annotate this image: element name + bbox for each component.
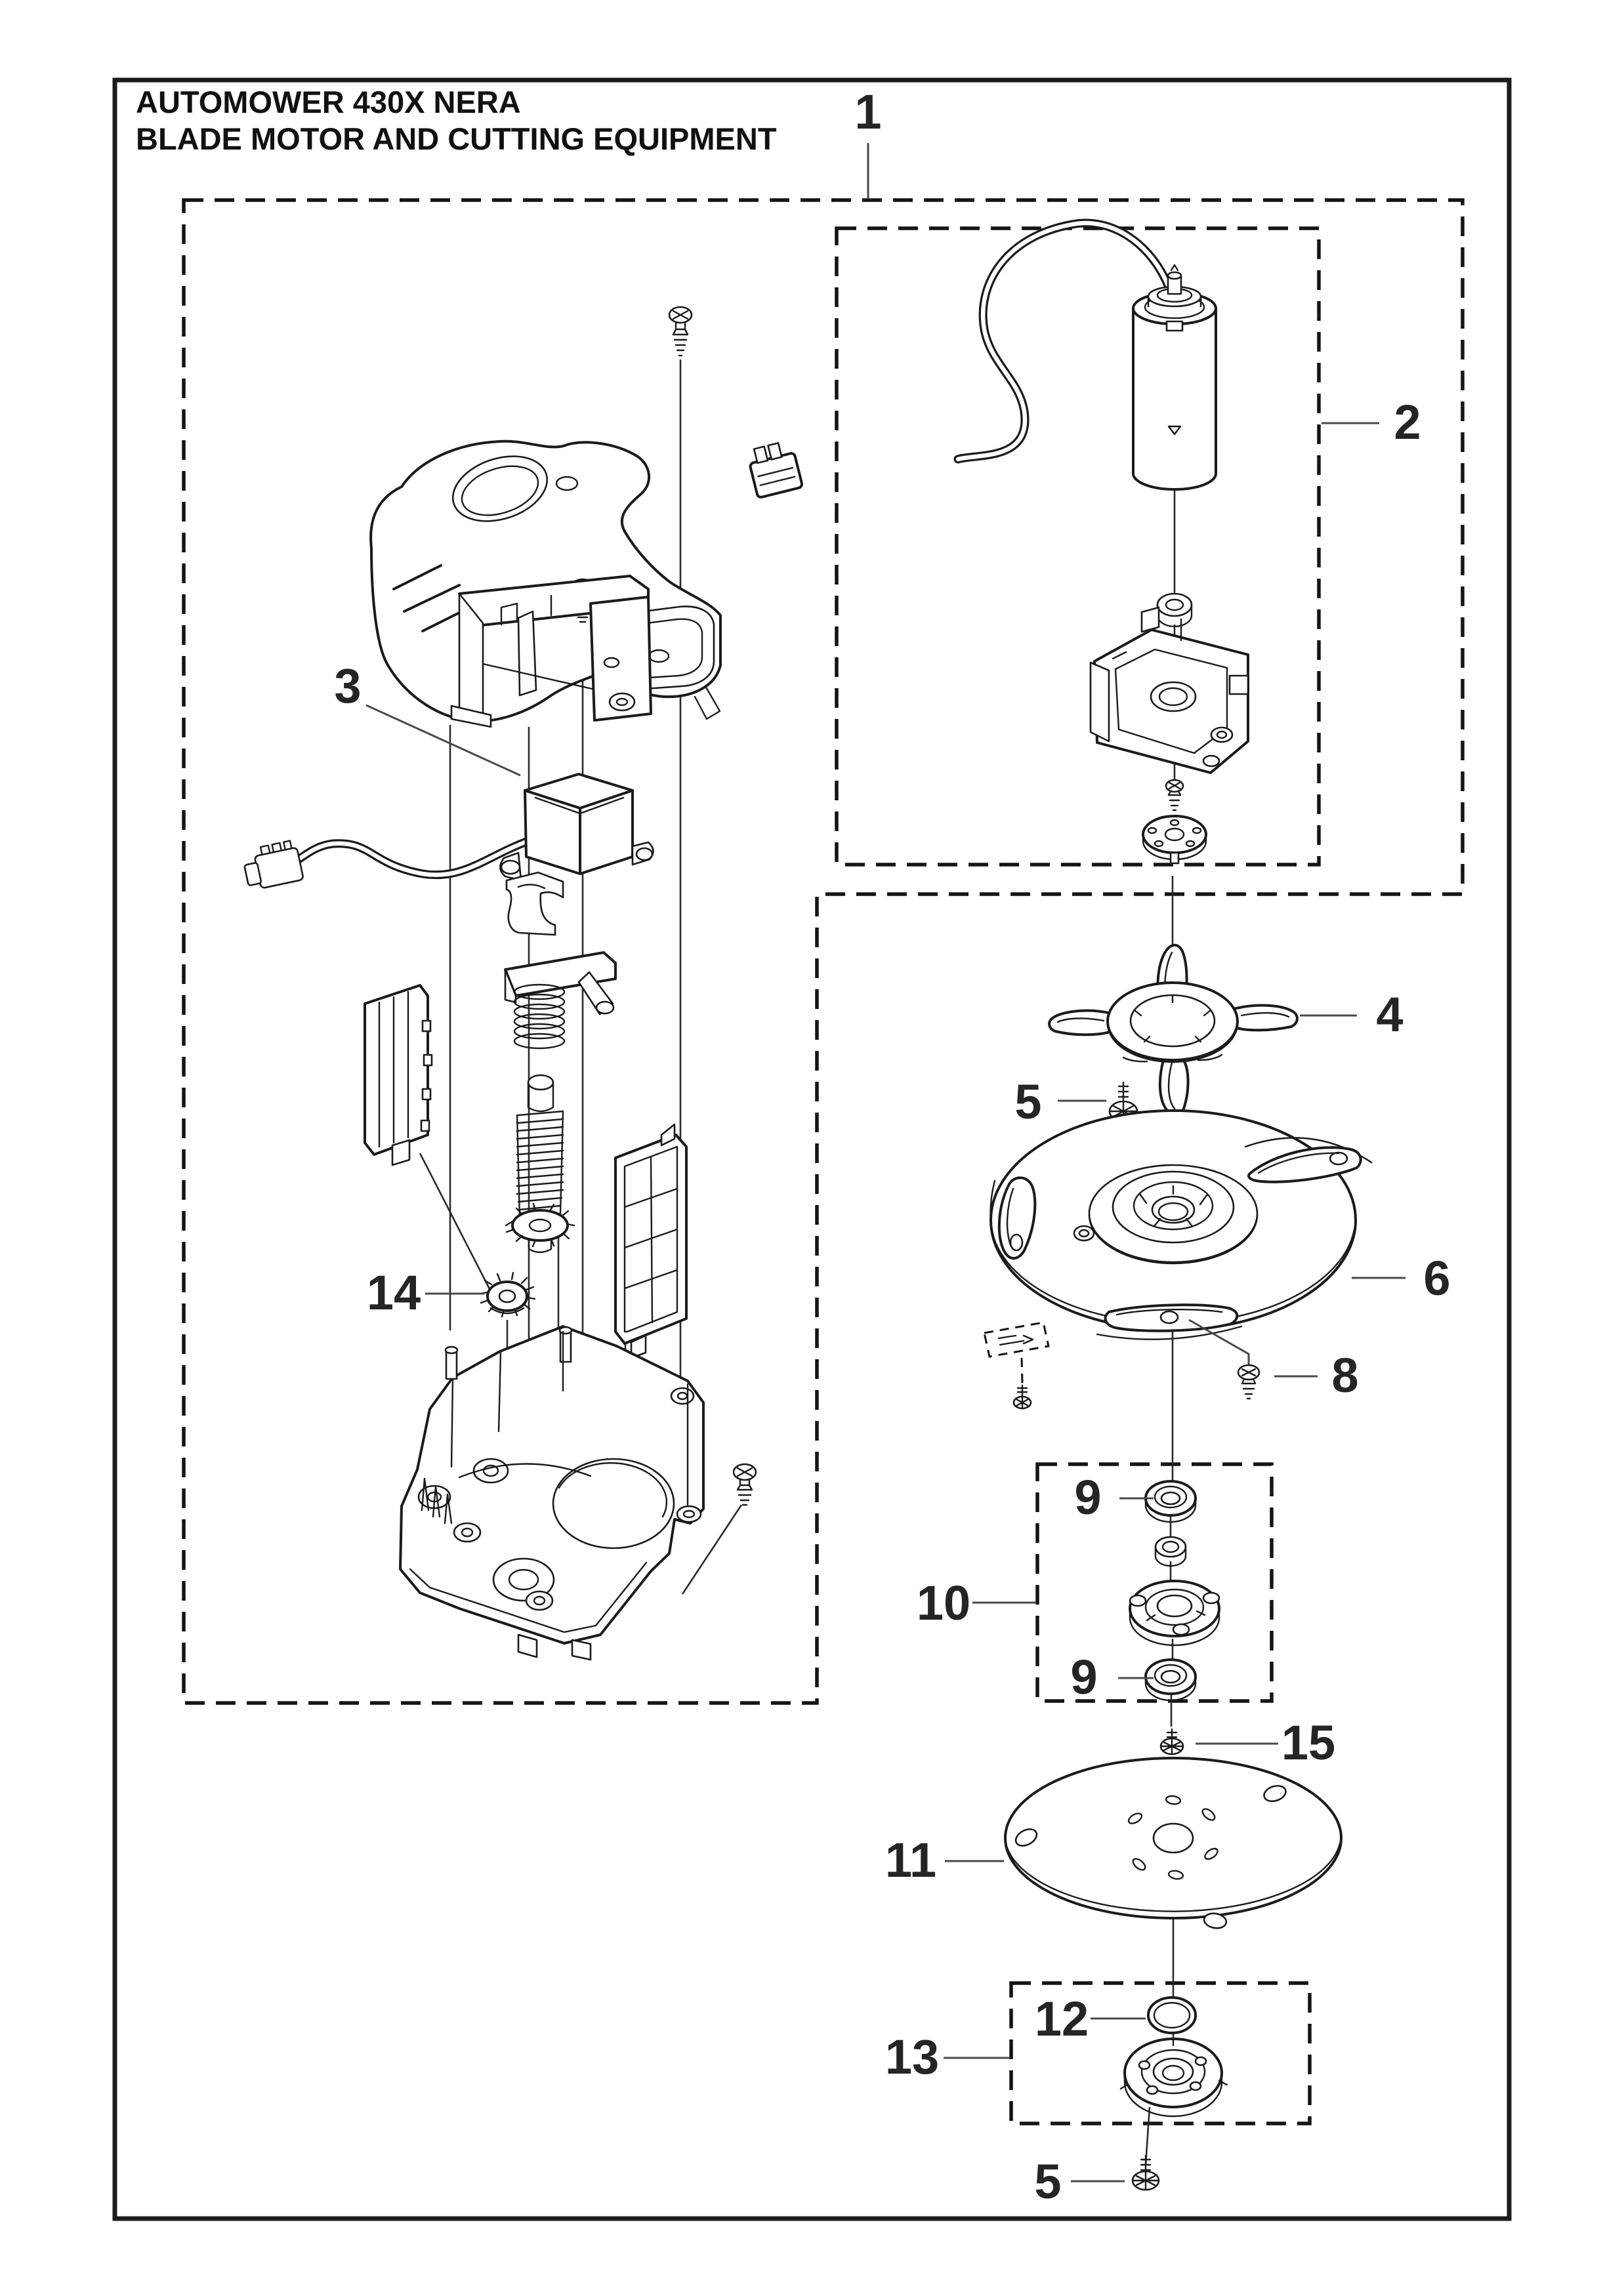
part-bearing-bottom: [1144, 1658, 1197, 1702]
callout-6: 6: [1352, 1251, 1451, 1305]
callout-14: 14: [367, 1265, 484, 1320]
motor-connector: [749, 441, 804, 499]
part-worm-screw: [505, 1074, 575, 1254]
assembly-group-outlines: [182, 198, 1465, 2125]
group-1-outline: [182, 198, 1465, 1705]
callout-9-lower: 9: [1070, 1650, 1154, 1704]
callout-1: 1: [854, 85, 882, 199]
callout-9-upper-label: 9: [1074, 1470, 1101, 1525]
motor-shaft-ring: [1156, 592, 1193, 628]
cover-screw: [668, 306, 693, 357]
part-left-panel: [364, 984, 433, 1166]
callout-10-label: 10: [917, 1576, 970, 1630]
group-2-outline: [835, 226, 1321, 867]
part-switch-box-cable: [243, 773, 654, 889]
part-bearing-top: [1144, 1480, 1197, 1523]
pivot-blade-3: [1104, 1303, 1239, 1332]
callout-9-upper: 9: [1074, 1470, 1154, 1525]
screw-8: [1188, 1319, 1260, 1400]
callouts: 1 2 3 4 5 6 8 9: [334, 85, 1450, 2209]
callout-8: 8: [1274, 1348, 1359, 1403]
callout-15: 15: [1196, 1715, 1335, 1770]
callout-5-upper-label: 5: [1014, 1075, 1041, 1129]
callout-5-lower: 5: [1034, 2154, 1125, 2209]
part-lower-hub: [1119, 2038, 1228, 2118]
part-disc-hub: [1129, 1580, 1220, 1647]
callout-3-label: 3: [334, 659, 361, 713]
pivot-blade-2: [997, 1176, 1037, 1260]
part-o-ring: [1147, 1996, 1197, 2034]
pivot-blade-1: [1247, 1146, 1362, 1183]
callout-13-label: 13: [885, 2030, 939, 2084]
part-glide-disc: [1004, 1757, 1343, 1929]
page-title-line1: AUTOMOWER 430X NERA: [136, 85, 521, 119]
callout-13: 13: [885, 2030, 1010, 2084]
worm-gear: [505, 1202, 575, 1254]
callout-5-upper: 5: [1014, 1075, 1106, 1129]
page-title-line2: BLADE MOTOR AND CUTTING EQUIPMENT: [136, 121, 777, 156]
motor-flange: [1142, 815, 1207, 865]
housing-screw: [732, 1463, 757, 1506]
screw-15: [1159, 1728, 1184, 1755]
page-border: [112, 77, 1512, 2221]
callout-2-label: 2: [1394, 395, 1421, 449]
part-motor-bracket: [450, 575, 652, 728]
callout-12: 12: [1035, 1992, 1146, 2046]
callout-10: 10: [917, 1576, 1036, 1630]
part-blade-motor: [749, 218, 1217, 499]
mount-screw: [1165, 779, 1184, 811]
callout-2: 2: [1322, 395, 1421, 449]
callout-12-label: 12: [1035, 1992, 1089, 2046]
part-cable-clamp: [505, 871, 564, 936]
callout-4: 4: [1300, 987, 1404, 1042]
group-13-outline: [1009, 1981, 1312, 2125]
part-disc-carrier: [1048, 943, 1299, 1117]
callout-1-label: 1: [854, 85, 881, 139]
callout-9-lower-label: 9: [1070, 1650, 1097, 1704]
part-pinion-gear: [478, 1271, 536, 1318]
part-motor-mount: [1089, 606, 1249, 774]
part-spacer: [1154, 1536, 1187, 1567]
spring-coil: [513, 983, 566, 1050]
callout-3: 3: [334, 659, 521, 777]
callout-11: 11: [885, 1833, 1004, 1887]
callout-14-label: 14: [367, 1265, 421, 1320]
callout-6-label: 6: [1423, 1251, 1450, 1305]
group-10-outline: [1035, 1462, 1274, 1703]
part-height-adjust-carrier: [504, 951, 617, 1050]
part-cutting-unit-housing: [399, 1325, 705, 1661]
sticker-screw: [1012, 1384, 1032, 1410]
callout-4-label: 4: [1376, 987, 1403, 1042]
part-right-panel: [614, 1123, 688, 1359]
callout-8-label: 8: [1331, 1348, 1358, 1403]
label-sticker-outline: [983, 1321, 1050, 1358]
title-block: AUTOMOWER 430X NERA BLADE MOTOR AND CUTT…: [136, 85, 777, 156]
part-blade-motor-cover: [369, 440, 722, 723]
disc-center-slots: [1127, 1795, 1218, 1880]
part-blade-disc: [989, 1109, 1373, 1340]
callout-11-label: 11: [885, 1833, 936, 1887]
callout-15-label: 15: [1281, 1715, 1335, 1770]
callout-5-lower-label: 5: [1034, 2154, 1061, 2209]
screw-5-lower: [1131, 2154, 1160, 2191]
label-sticker: [997, 1334, 1034, 1384]
